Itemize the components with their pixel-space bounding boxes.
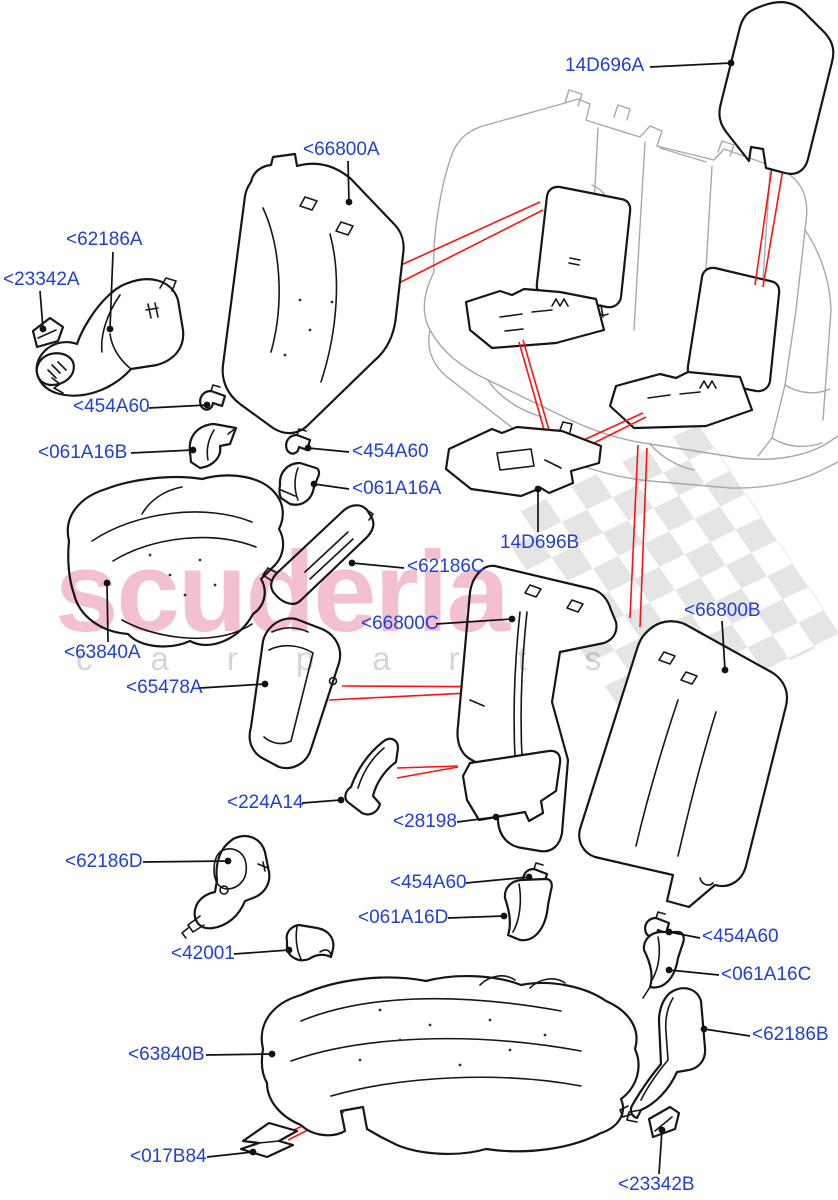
- part-label-62186B[interactable]: <62186B: [752, 1024, 829, 1045]
- part-061A16D-trim: [503, 877, 553, 942]
- part-224A14-bracket: [344, 737, 400, 816]
- part-66800B-backrest-cover: [578, 620, 789, 909]
- part-label-061A16D[interactable]: <061A16D: [358, 907, 449, 928]
- reference-floor-carpet-right: [608, 370, 754, 430]
- part-62186A-recliner-shield: [35, 277, 185, 397]
- part-63840A-seat-cushion: [66, 474, 285, 648]
- part-label-224A14[interactable]: <224A14: [227, 792, 304, 813]
- part-061A16C-trim: [642, 930, 685, 999]
- part-label-017B84[interactable]: <017B84: [130, 1146, 207, 1167]
- part-label-454A60-2[interactable]: <454A60: [352, 441, 429, 462]
- part-label-454A60-3[interactable]: <454A60: [390, 872, 467, 893]
- part-label-28198[interactable]: <28198: [393, 811, 457, 832]
- part-017B84-clip: [239, 1121, 299, 1159]
- part-label-061A16C[interactable]: <061A16C: [721, 964, 812, 985]
- part-label-66800A[interactable]: <66800A: [303, 139, 380, 160]
- part-23342B-cap: [647, 1105, 681, 1139]
- part-63840B-bench-cushion: [260, 974, 640, 1156]
- part-62186D-recliner-shield: [181, 835, 271, 939]
- part-label-454A60-4[interactable]: <454A60: [702, 926, 779, 947]
- part-label-061A16A[interactable]: <061A16A: [352, 478, 442, 499]
- label-leader-lines: [39, 59, 751, 1175]
- part-label-62186A[interactable]: <62186A: [66, 229, 143, 250]
- part-label-62186D[interactable]: <62186D: [65, 851, 143, 872]
- part-label-14D696B[interactable]: 14D696B: [500, 532, 580, 553]
- part-label-42001[interactable]: <42001: [171, 943, 235, 964]
- part-62186C-rail: [262, 504, 375, 605]
- part-label-65478A[interactable]: <65478A: [126, 677, 203, 698]
- part-label-66800B[interactable]: <66800B: [684, 600, 761, 621]
- part-label-23342A[interactable]: <23342A: [3, 269, 80, 290]
- part-14D696A-seatback-panel: [718, 1, 835, 175]
- part-label-63840B[interactable]: <63840B: [128, 1044, 205, 1065]
- part-label-66800C[interactable]: <66800C: [361, 613, 439, 634]
- part-66800A-backrest-cover: [221, 152, 405, 435]
- part-label-62186C[interactable]: <62186C: [407, 556, 485, 577]
- part-label-23342B[interactable]: <23342B: [618, 1174, 695, 1195]
- part-14D696B-carpet: [444, 421, 603, 498]
- part-label-63840A[interactable]: <63840A: [64, 642, 141, 663]
- part-23342A-cap: [31, 316, 65, 349]
- part-061A16B-trim: [188, 422, 238, 470]
- part-label-061A16B[interactable]: <061A16B: [38, 442, 128, 463]
- reference-floor-carpet-left: [464, 287, 606, 350]
- part-label-14D696A[interactable]: 14D696A: [565, 55, 645, 76]
- part-65478A-armrest: [248, 617, 342, 770]
- part-label-454A60-1[interactable]: <454A60: [73, 396, 150, 417]
- part-42001-sleeve: [285, 923, 335, 962]
